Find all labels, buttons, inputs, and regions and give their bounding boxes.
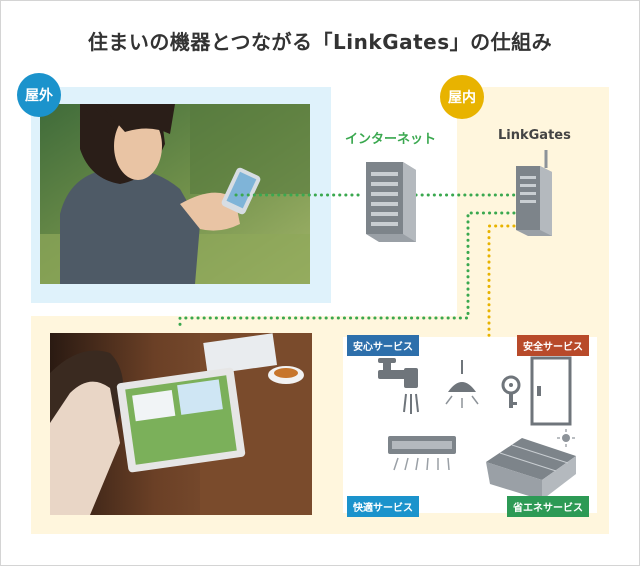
outdoor-badge: 屋外 [17,73,61,117]
diagram-title: 住まいの機器とつながる「LinkGates」の仕組み [87,30,553,54]
linkgates-label: LinkGates [498,128,571,143]
safety-service-label: 安心サービス [347,335,419,356]
security-service-label: 安全サービス [517,335,589,356]
air-conditioner-icon [388,436,456,471]
internet-label: インターネット [345,132,437,147]
server-icon [366,162,416,242]
door-lock-icon [501,356,572,426]
energy-saving-service-label: 省エネサービス [507,496,589,517]
link-linkgates-devices [487,224,516,344]
ceiling-lamp-icon [445,360,479,408]
link-linkgates-tablet [178,211,516,332]
router-icon [516,150,552,236]
smartphone-user-photo [40,104,310,284]
tablet-user-photo [50,333,312,515]
comfort-service-label: 快適サービス [347,496,419,517]
faucet-icon [378,358,419,414]
house-solar-icon [486,429,576,500]
indoor-badge: 屋内 [440,75,484,119]
